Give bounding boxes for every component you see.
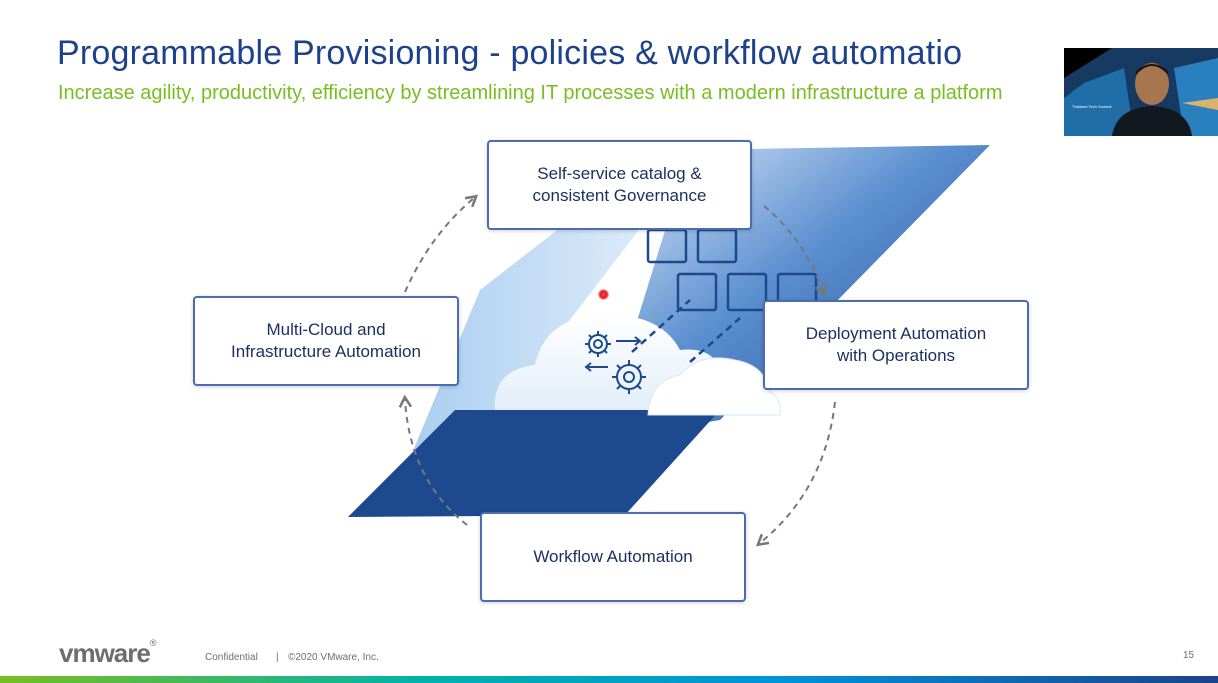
slide-title: Programmable Provisioning - policies & w… xyxy=(57,34,963,72)
laser-pointer xyxy=(598,289,609,300)
node-label-line: consistent Governance xyxy=(532,186,707,205)
node-label-line: Workflow Automation xyxy=(533,547,693,566)
footer-confidential: Confidential xyxy=(205,652,258,663)
video-caption: Thailand Tech Summit xyxy=(1072,104,1112,109)
cycle-arrows xyxy=(398,194,836,547)
node-label-line: with Operations xyxy=(836,346,956,365)
slide-subtitle: Increase agility, productivity, efficien… xyxy=(58,82,1003,104)
footer-separator: | xyxy=(276,652,279,663)
node-label-line: Infrastructure Automation xyxy=(231,342,421,361)
block-squares xyxy=(646,228,818,312)
node-workflow-automation: Workflow Automation xyxy=(480,512,746,602)
node-label-line: Deployment Automation xyxy=(805,324,987,343)
diagonal-band-dark xyxy=(348,410,720,517)
brand-color-bar xyxy=(0,676,1218,683)
node-label-line: Self-service catalog & xyxy=(537,164,702,183)
diagonal-band-light xyxy=(405,150,700,470)
node-label-line: Multi-Cloud and xyxy=(266,320,386,339)
arrows-icon xyxy=(584,336,642,372)
node-deployment-automation: Deployment Automation with Operations xyxy=(763,300,1029,390)
cloud-icon xyxy=(494,314,781,416)
registered-mark: ® xyxy=(149,638,157,648)
gear-icon xyxy=(585,331,646,394)
vmware-logo: vmware® xyxy=(59,638,157,669)
connector-lines xyxy=(631,299,741,363)
footer-copyright: ©2020 VMware, Inc. xyxy=(288,652,379,663)
node-multi-cloud: Multi-Cloud and Infrastructure Automatio… xyxy=(193,296,459,386)
presenter-video[interactable]: Thailand Tech Summit xyxy=(1064,48,1218,136)
vmware-logo-text: vmware xyxy=(59,638,151,668)
page-number: 15 xyxy=(1183,650,1195,661)
presenter-video-frame: Thailand Tech Summit xyxy=(1064,48,1218,136)
node-self-service-catalog: Self-service catalog & consistent Govern… xyxy=(487,140,752,230)
